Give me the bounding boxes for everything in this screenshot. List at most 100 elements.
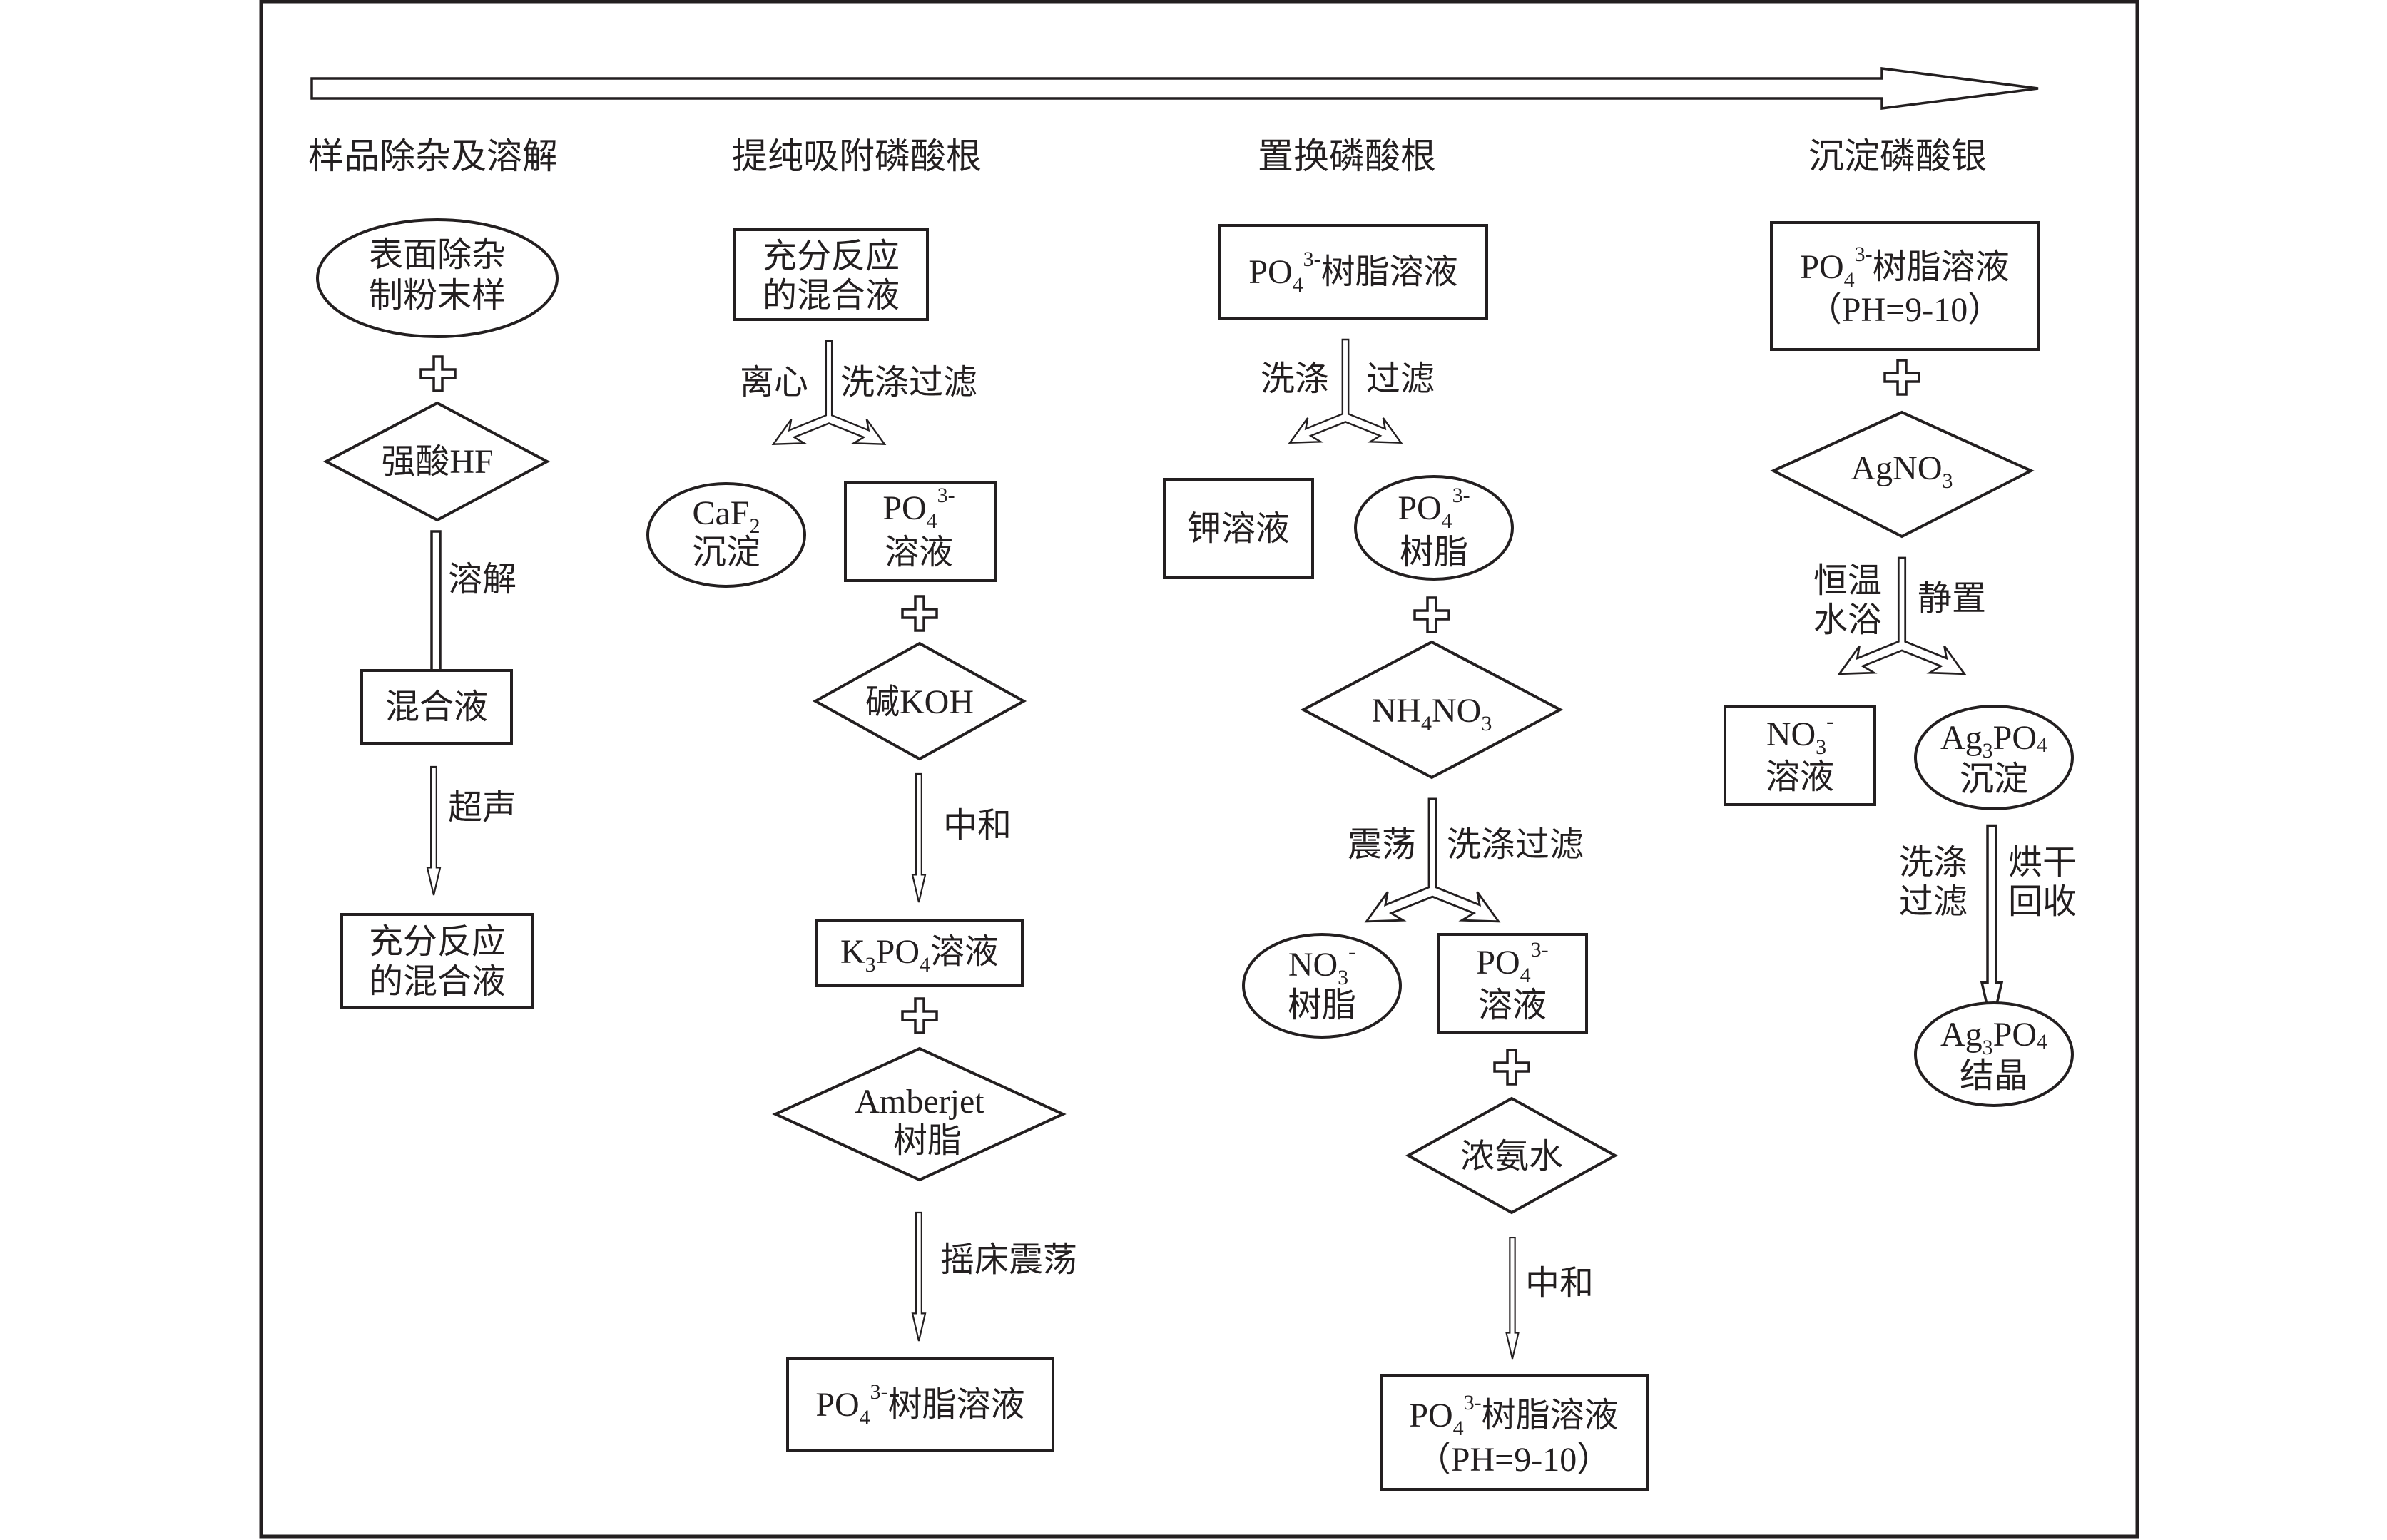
node-k3po4-label: K3PO4溶液 [840, 933, 999, 976]
node-reacted-mixture-1 [340, 913, 534, 1009]
node-po4-resin-solution-ph-1-line2: （PH=9-10） [1417, 1441, 1611, 1479]
down-arrow-icon [1505, 1236, 1520, 1360]
plus-icon [1413, 596, 1450, 633]
frame-border [259, 0, 2139, 1539]
down-arrow-icon [1980, 824, 2003, 1027]
node-mixture-label: 混合液 [385, 688, 488, 726]
node-po4-solution-1-line1: PO43- [882, 484, 955, 533]
stage-title-3: 置换磷酸根 [1258, 136, 1436, 176]
node-po4-resin-solution-ph-2-line1: PO43-树脂溶液 [1800, 243, 2009, 292]
node-po4-resin-solution-1 [786, 1357, 1054, 1452]
node-reacted-mixture-2-line1: 充分反应 [763, 238, 900, 275]
step-wash-line1: 洗涤 [1899, 844, 1968, 882]
column-purify-adsorb: 充分反应 的混合液 离心 洗涤过滤 CaF2 沉淀 PO43- 溶液 碱KOH … [646, 228, 1077, 1452]
node-nh4no3 [1300, 640, 1564, 780]
stage-title-4: 沉淀磷酸银 [1808, 136, 1987, 176]
plus-icon [1883, 359, 1920, 396]
column-sample-dissolution: 表面除杂 制粉末样 强酸HF 溶解 混合液 超声 充分反应 的混合液 [316, 218, 559, 1009]
node-reacted-mixture-2-line2: 的混合液 [763, 277, 900, 315]
step-ultrasound-label: 超声 [448, 789, 516, 827]
node-po4-resin-solution-ph-2 [1770, 221, 2040, 351]
step-dry-line2: 回收 [2008, 883, 2077, 921]
node-agno3-label: AgNO3 [1851, 449, 1953, 493]
node-agno3 [1770, 410, 2035, 539]
node-powder-sample-line1: 表面除杂 [369, 236, 506, 274]
step-dissolve-label: 溶解 [448, 561, 516, 598]
node-po4-resin-line2: 树脂 [1400, 534, 1468, 571]
split-water-bath-line2: 水浴 [1813, 601, 1882, 639]
node-koh-label: 碱KOH [865, 683, 974, 721]
plus-icon [901, 997, 938, 1034]
node-k3po4-solution [815, 919, 1024, 987]
split-filter-label: 过滤 [1366, 360, 1435, 398]
node-ag3po4-precipitate-line1: Ag3PO4 [1940, 719, 2047, 763]
node-no3-solution [1724, 705, 1876, 806]
node-po4-resin-solution-2-label: PO43-树脂溶液 [1248, 248, 1457, 297]
node-po4-solution-1 [844, 481, 997, 582]
node-amberjet-line1: Amberjet [855, 1083, 984, 1121]
node-amberjet-line2: 树脂 [893, 1122, 962, 1160]
node-ammonia-label: 浓氨水 [1460, 1138, 1563, 1176]
node-po4-solution-2-line1: PO43- [1476, 938, 1548, 987]
split-water-bath-line1: 恒温 [1813, 562, 1882, 600]
process-arrow [310, 67, 2039, 110]
node-koh-base [812, 641, 1027, 761]
split-wash-label: 洗涤 [1261, 360, 1329, 398]
down-arrow-icon [911, 1211, 927, 1342]
node-ag3po4-crystal-line2: 结晶 [1960, 1057, 2028, 1095]
node-ag3po4-crystal-line1: Ag3PO4 [1940, 1016, 2047, 1059]
node-caf2-line1: CaF2 [692, 494, 760, 538]
node-no3-solution-line1: NO3- [1766, 710, 1833, 759]
stage-title-1: 样品除杂及溶解 [308, 136, 558, 176]
plus-icon [1493, 1049, 1530, 1086]
node-po4-solution-2 [1437, 933, 1588, 1034]
node-ag3po4-precipitate [1914, 705, 2074, 810]
node-no3-resin [1242, 933, 1402, 1039]
node-caf2-line2: 沉淀 [692, 534, 760, 571]
step-neutralize-label: 中和 [943, 807, 1012, 845]
node-hf-acid-label: 强酸HF [381, 443, 493, 481]
node-reacted-mixture-1-line2: 的混合液 [369, 963, 506, 1001]
node-po4-resin-solution-ph-2-line2: （PH=9-10） [1808, 291, 2002, 329]
node-ag3po4-crystal [1914, 1001, 2074, 1107]
node-potassium-label: 钾溶液 [1187, 510, 1290, 548]
step-dry-line1: 烘干 [2008, 844, 2077, 882]
node-po4-resin-solution-1-label: PO43-树脂溶液 [815, 1380, 1024, 1429]
node-hf-acid [322, 401, 551, 522]
step-wash-line2: 过滤 [1899, 883, 1968, 921]
plus-icon [419, 355, 457, 392]
down-arrow-icon [426, 765, 442, 897]
node-no3-solution-line2: 溶液 [1766, 758, 1834, 796]
node-caf2-precipitate [646, 482, 806, 588]
step-shake-label: 摇床震荡 [940, 1241, 1077, 1279]
node-ammonia [1405, 1096, 1619, 1215]
node-amberjet-resin [772, 1046, 1067, 1182]
node-powder-sample-line2: 制粉末样 [369, 277, 506, 315]
split-shake-label: 震荡 [1348, 826, 1416, 864]
node-po4-resin [1354, 475, 1514, 581]
plus-icon [901, 595, 938, 632]
split-centrifuge-label: 离心 [740, 364, 808, 402]
node-reacted-mixture-1-line1: 充分反应 [369, 923, 506, 961]
column-exchange-phosphate: PO43-树脂溶液 洗涤 过滤 钾溶液 PO43- 树脂 NH4NO3 震荡 洗… [1163, 224, 1649, 1491]
split-standing-label: 静置 [1918, 580, 1986, 618]
node-po4-resin-line1: PO43- [1398, 484, 1470, 533]
node-nh4no3-label: NH4NO3 [1372, 692, 1492, 735]
node-po4-resin-solution-ph-1-line1: PO43-树脂溶液 [1409, 1391, 1618, 1440]
node-potassium-solution [1163, 478, 1314, 579]
step-neutralize-2-label: 中和 [1525, 1265, 1594, 1302]
split-wash-filter-label: 洗涤过滤 [840, 364, 977, 402]
down-arrow-icon [911, 772, 927, 904]
node-no3-resin-line2: 树脂 [1288, 986, 1356, 1024]
node-po4-solution-2-line2: 溶液 [1478, 986, 1547, 1024]
split-wash-filter-2-label: 洗涤过滤 [1447, 826, 1584, 864]
stage-title-2: 提纯吸附磷酸根 [732, 136, 982, 176]
node-po4-solution-1-line2: 溶液 [885, 534, 953, 571]
node-ag3po4-precipitate-line2: 沉淀 [1960, 760, 2028, 798]
node-po4-resin-solution-2 [1218, 224, 1488, 320]
node-po4-resin-solution-ph-1 [1380, 1374, 1649, 1491]
node-powder-sample [316, 218, 559, 338]
node-reacted-mixture-2 [733, 228, 929, 321]
node-mixture [360, 669, 513, 745]
